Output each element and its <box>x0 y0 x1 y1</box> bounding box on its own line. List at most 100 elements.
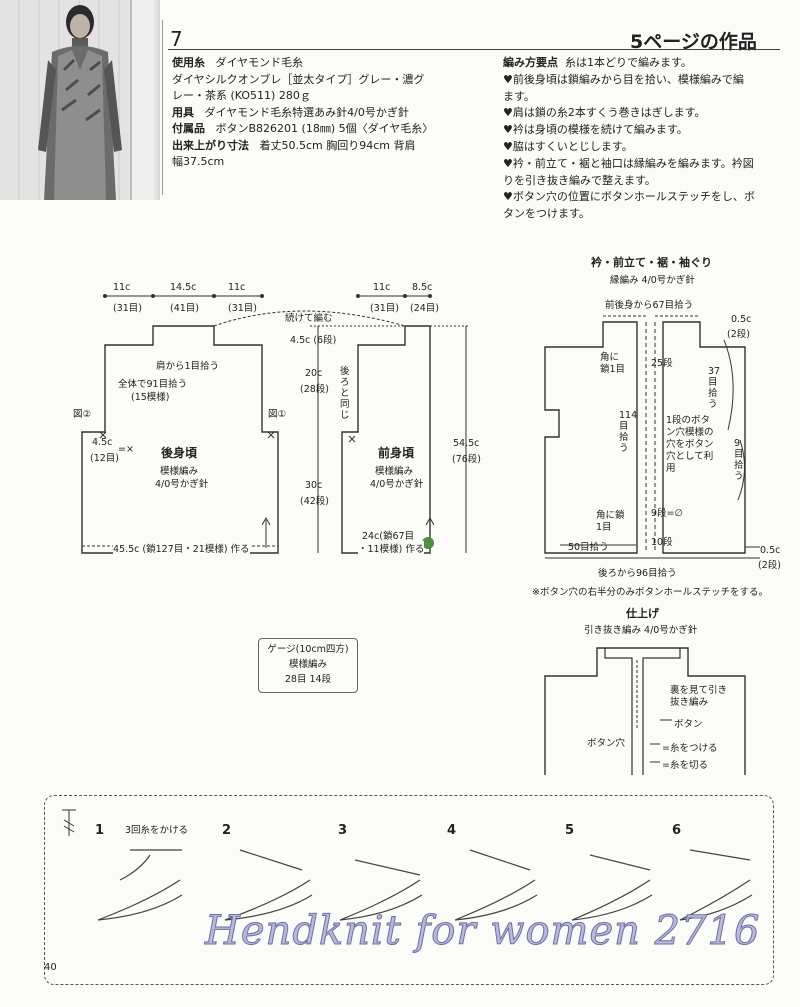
notions-label: 付属品 <box>172 122 205 135</box>
notions-value: ボタンB826201 (18㎜) 5個〈ダイヤ毛糸〉 <box>215 122 434 135</box>
legend-cut: =糸を切る <box>662 760 708 771</box>
border-subtitle: 縁編み 4/0号かぎ針 <box>610 275 695 286</box>
body-rows: (42段) <box>300 496 330 507</box>
front-dim: 11c <box>373 282 391 293</box>
yarn-line-1: ダイヤシルクオンブレ［並太タイプ］グレー・濃グ <box>172 72 425 86</box>
buttonhole-note: 1段のボタン穴模様の穴をボタン穴として利用 <box>666 415 714 474</box>
neck-dim: 4.5c (6段) <box>290 335 337 346</box>
yarn-brand: ダイヤモンド毛糸 <box>215 56 304 69</box>
back-dim: 11c <box>113 282 131 293</box>
front-dim: 8.5c <box>412 282 433 293</box>
continue-label: 続けて編む <box>285 313 333 324</box>
legend-attach: =糸をつける <box>662 743 718 754</box>
rows-9: 9段=∅ <box>651 508 683 519</box>
gauge-box: ゲージ(10cm四方) 模様編み 28目 14段 <box>258 638 358 693</box>
points-title: 編み方要点 <box>503 56 558 69</box>
step-1-note: 3回糸をかける <box>125 825 189 836</box>
gauge-value: 28目 14段 <box>284 674 332 685</box>
back-pick-all: 全体で91目拾う <box>118 379 188 390</box>
step-number: 2 <box>222 823 232 838</box>
front-body-title: 前身頃 <box>378 446 415 460</box>
model-photo <box>0 0 160 200</box>
finish-title: 仕上げ <box>626 607 659 620</box>
border-pick-top: 前後身から67目拾う <box>605 300 694 311</box>
back-side-mark: =× <box>118 444 134 455</box>
step-number: 6 <box>672 823 682 838</box>
point-line: りを引き抜き編みで整えます。 <box>503 173 656 187</box>
shoulder-rows: (28段) <box>300 384 330 395</box>
step-number: 4 <box>447 823 457 838</box>
back-bottom-dim: 45.5c (鎖127目・21模様) 作る <box>113 541 250 555</box>
border-br-dim: 0.5c <box>760 545 781 556</box>
shoulder-dim: 20c <box>305 368 323 379</box>
point-line: タンをつけます。 <box>503 207 590 221</box>
pick-114: 114目拾う <box>619 410 638 454</box>
back-rows: (31目) <box>113 303 143 314</box>
border-br-rows: (2段) <box>758 560 781 571</box>
corner-top: 角に鎖1目 <box>600 352 626 375</box>
size-label: 出来上がり寸法 <box>172 138 249 152</box>
model-figure <box>38 5 122 200</box>
back-rows: (41目) <box>170 303 200 314</box>
point-line: ♥前後身頃は鎖編みから目を拾い、模様編みで編 <box>503 72 744 86</box>
side-note: 後ろと同じ <box>340 366 350 421</box>
front-needle: 4/0号かぎ針 <box>370 479 424 490</box>
pick-50: 50目拾う <box>568 542 609 553</box>
back-shoulder-pick: 肩から1目拾う <box>156 361 220 372</box>
point-line: ♥ボタン穴の位置にボタンホールステッチをし、ボ <box>503 190 755 204</box>
border-title: 衿・前立て・裾・袖ぐり <box>591 256 712 269</box>
steps-panel <box>44 795 774 985</box>
knitting-points: 編み方要点 糸は1本どりで編みます。 ♥前後身頃は鎖編みから目を拾い、模様編みで… <box>503 55 785 223</box>
front-bottom-2: ・11模様) 作る <box>358 541 425 555</box>
point-line: ♥衿・前立て・裾と袖口は縁編みを編みます。衿図 <box>503 156 754 170</box>
step-number: 5 <box>565 823 575 838</box>
rows-25: 25段 <box>651 358 673 369</box>
back-side-rows: (12目) <box>90 453 120 464</box>
body-dim: 30c <box>305 480 323 491</box>
gauge-pattern: 模様編み <box>288 659 327 670</box>
back-side-dim: 4.5c <box>92 437 113 448</box>
size-line-1: 着丈50.5cm 胸回り94cm 背肩 <box>259 138 416 152</box>
buttonhole-label: ボタン穴 <box>587 738 626 749</box>
front-rows: (31目) <box>370 303 400 314</box>
materials-block: 使用糸 ダイヤモンド毛糸 ダイヤシルクオンブレ［並太タイプ］グレー・濃グ レー・… <box>172 55 497 171</box>
button-label: ボタン <box>674 719 703 730</box>
point-line: ます。 <box>503 89 535 103</box>
buttonhole-footnote: ※ボタン穴の右半分のみボタンホールステッチをする。 <box>532 587 768 598</box>
rows-10: 10段 <box>651 537 673 548</box>
tools-label: 用具 <box>172 105 194 119</box>
page-number: 40 <box>44 962 57 973</box>
point-line: ♥脇はすくいとじします。 <box>503 139 633 153</box>
step-number: 1 <box>95 823 105 838</box>
front-rows: (24目) <box>410 303 440 314</box>
back-needle: 4/0号かぎ針 <box>155 479 209 490</box>
front-pattern: 模様編み <box>375 466 414 477</box>
point-line: ♥肩は鎖の糸2本すくう巻きはぎします。 <box>503 106 706 120</box>
size-line-2: 幅37.5cm <box>172 155 225 168</box>
arm-pick-9: 9目拾う <box>734 438 744 482</box>
border-tr-dim: 0.5c <box>731 314 752 325</box>
gauge-title: ゲージ(10cm四方) <box>267 644 349 655</box>
finish-subtitle: 引き抜き編み 4/0号かぎ針 <box>584 625 698 636</box>
fig2-label: 図② <box>73 409 92 420</box>
watermark: Hendknit for women 2716 <box>204 908 761 955</box>
work-reference: 5ページの作品 <box>630 31 757 53</box>
back-pattern: 模様編み <box>160 466 199 477</box>
back-pick-all-sub: (15模様) <box>131 392 170 403</box>
front-bottom-1: 24c(鎖67目 <box>362 531 415 542</box>
back-body-title: 後身頃 <box>161 446 198 460</box>
total-dim: 54.5c <box>453 438 480 449</box>
back-dim: 14.5c <box>170 282 197 293</box>
corner-bottom: 角に鎖1目 <box>596 510 625 533</box>
fig1-label: 図① <box>268 409 287 420</box>
yarn-label: 使用糸 <box>172 56 205 69</box>
points-intro: 糸は1本どりで編みます。 <box>565 56 692 69</box>
photo-divider <box>162 20 163 195</box>
reverse-slip-note: 裏を見て引き抜き編み <box>670 685 728 708</box>
back-dim: 11c <box>228 282 246 293</box>
step-number: 3 <box>338 823 348 838</box>
tools-value: ダイヤモンド毛糸特選あみ針4/0号かぎ針 <box>204 105 409 119</box>
yarn-line-2: レー・茶系 (KO511) 280ｇ <box>172 89 311 102</box>
arm-pick-37: 37目拾う <box>708 366 721 410</box>
pick-96: 後ろから96目拾う <box>598 568 677 579</box>
